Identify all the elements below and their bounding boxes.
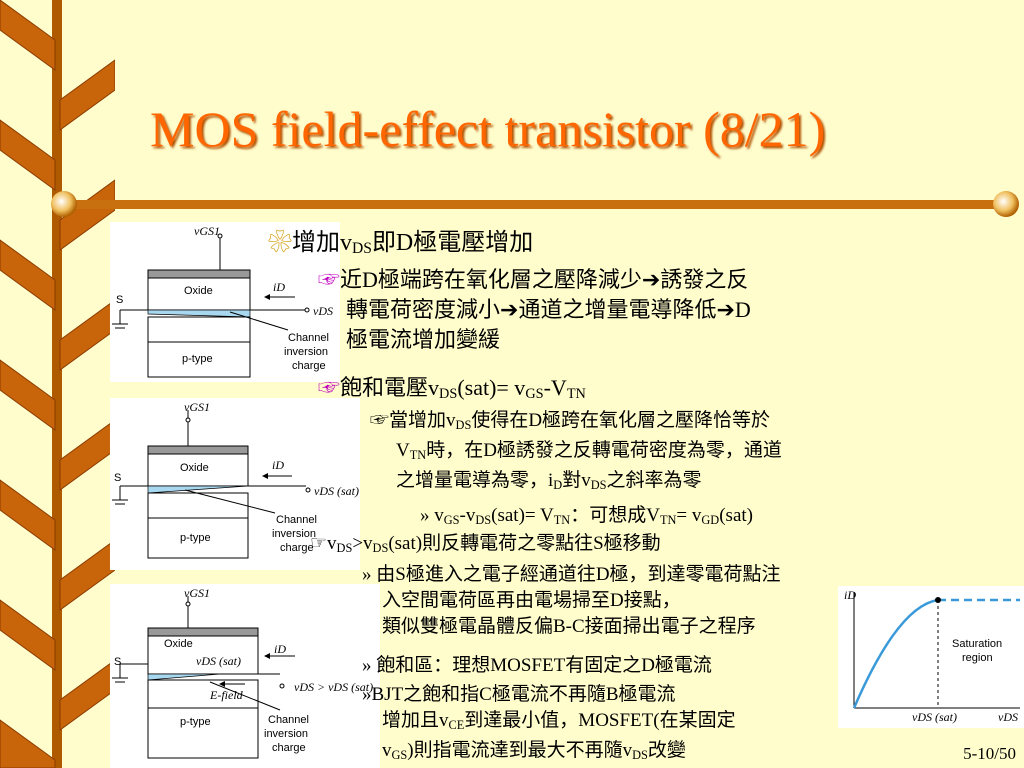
bullet-vgd-sat: » vGS-vDS(sat)= VTN：可想成VTN= vGD(sat) bbox=[420, 505, 753, 527]
id-vds-curve: iD Saturation region vDS (sat) vDS bbox=[838, 586, 1024, 728]
page-number: 5-10/50 bbox=[963, 744, 1016, 763]
pointing-hand-icon: ☞ bbox=[318, 267, 341, 292]
fig1-vds-label: vDS bbox=[313, 304, 333, 318]
fig2-vds-label: vDS (sat) bbox=[314, 484, 359, 498]
title-divider bbox=[51, 191, 1019, 217]
bullet-beyond-saturation: ☞vDS>vDS(sat)則反轉電荷之零點往S極移動 bbox=[310, 533, 661, 555]
fig2-id-label: iD bbox=[272, 458, 284, 472]
mosfet-diagram-linear: vGS1 Oxide p-type S iD vDS Channel inver… bbox=[110, 222, 340, 382]
bullet-level1: ❀增加vDS即D極電壓增加 bbox=[268, 230, 534, 257]
fig1-charge-label: charge bbox=[292, 360, 326, 372]
curve-x-label: vDS bbox=[998, 710, 1018, 724]
fig3-efield-label: E-field bbox=[210, 688, 243, 702]
arrow-icon: ➔ bbox=[716, 297, 735, 322]
bullet-pinchoff-detail: ☞當增加vDS使得在D極跨在氧化層之壓降恰等於 VTN時，在D極誘發之反轉電荷密… bbox=[370, 410, 782, 492]
fig3-charge-label: charge bbox=[272, 742, 306, 754]
fig1-source-label: S bbox=[116, 294, 124, 306]
fig1-vgs-label: vGS1 bbox=[194, 224, 220, 238]
hand-outline-icon: ☞ bbox=[310, 533, 328, 554]
fig1-ptype-label: p-type bbox=[182, 353, 213, 365]
fig1-id-label: iD bbox=[273, 280, 285, 294]
curve-vdsat-label: vDS (sat) bbox=[912, 710, 957, 724]
slide-title: MOS field-effect transistor (8/21) bbox=[150, 101, 826, 157]
hand-outline-icon: ☞ bbox=[370, 410, 390, 431]
fig2-oxide-label: Oxide bbox=[180, 462, 209, 474]
fig3-ptype-label: p-type bbox=[180, 716, 211, 728]
fig3-vdsat-label: vDS (sat) bbox=[196, 654, 241, 668]
pointing-hand-icon: ☞ bbox=[318, 375, 341, 400]
arrow-icon: ➔ bbox=[641, 267, 661, 292]
curve-saturation-label: Saturation bbox=[952, 638, 1003, 650]
bullet-saturation-voltage: ☞飽和電壓vDS(sat)= vGS-VTN bbox=[318, 375, 586, 402]
decorative-left-border bbox=[0, 0, 115, 768]
fig2-charge-label: charge bbox=[280, 542, 314, 554]
bullet-bjt-compare: »BJT之飽和指C極電流不再隨B極電流 增加且vCE到達最小值，MOSFET(在… bbox=[362, 684, 736, 762]
fig1-oxide-label: Oxide bbox=[184, 285, 213, 297]
fig2-vgs-label: vGS1 bbox=[184, 400, 210, 414]
fig3-id-label: iD bbox=[274, 642, 286, 656]
arrow-icon: ➔ bbox=[500, 297, 519, 322]
fig3-source-label: S bbox=[114, 656, 122, 668]
bullet-electron-path: » 由S極進入之電子經通道往D極，到達零電荷點注 入空間電荷區再由電場掃至D接點… bbox=[362, 564, 781, 637]
flower-bullet-icon: ❀ bbox=[268, 230, 292, 256]
curve-region-label: region bbox=[962, 652, 993, 664]
fig2-source-label: S bbox=[114, 472, 122, 484]
mosfet-diagram-saturation: vGS1 Oxide vDS (sat) E-field p-type S iD… bbox=[110, 584, 380, 768]
fig2-inversion-label: inversion bbox=[272, 528, 317, 540]
fig2-ptype-label: p-type bbox=[180, 532, 211, 544]
fig1-channel-label: Channel bbox=[288, 332, 329, 344]
curve-id-label: iD bbox=[844, 588, 856, 602]
fig3-oxide-label: Oxide bbox=[164, 638, 193, 650]
fig1-inversion-label: inversion bbox=[284, 346, 329, 358]
fig3-vds-label: vDS > vDS (sat) bbox=[294, 680, 374, 694]
fig3-inversion-label: inversion bbox=[264, 728, 309, 740]
bullet-oxide-drop: ☞近D極端跨在氧化層之壓降減少➔誘發之反 轉電荷密度減小➔通道之增量電導降低➔D… bbox=[318, 267, 751, 352]
fig3-vgs-label: vGS1 bbox=[184, 586, 210, 600]
fig2-channel-label: Channel bbox=[276, 514, 317, 526]
fig3-channel-label: Channel bbox=[268, 714, 309, 726]
mosfet-diagram-pinchoff: vGS1 Oxide p-type S iD vDS (sat) Channel… bbox=[110, 398, 360, 570]
bullet-saturation-region: » 飽和區：理想MOSFET有固定之D極電流 bbox=[362, 655, 712, 676]
